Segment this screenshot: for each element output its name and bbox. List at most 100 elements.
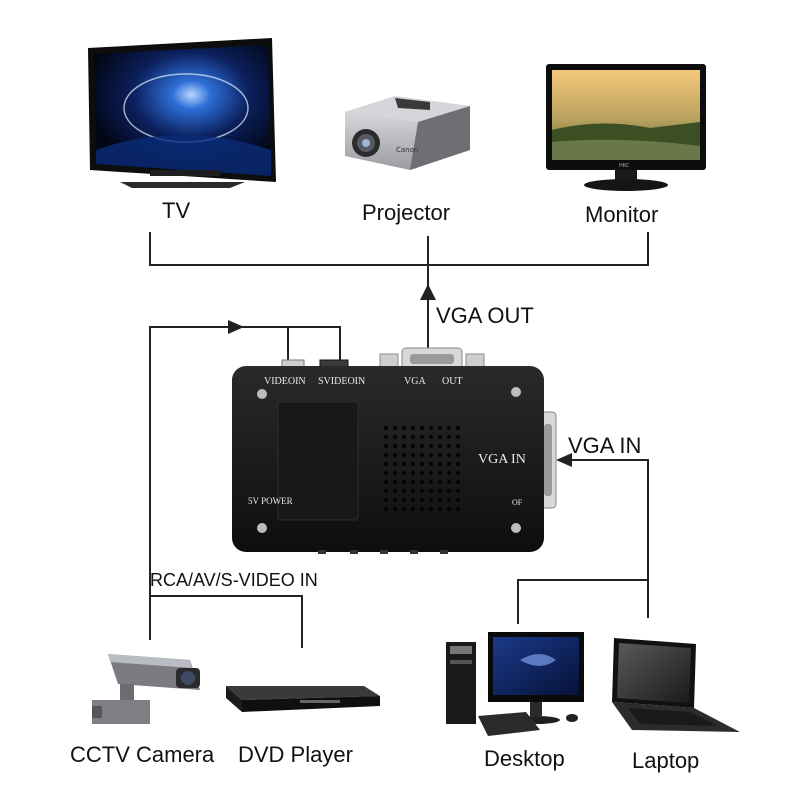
out-port-label: OUT bbox=[442, 376, 463, 387]
speaker-hole bbox=[455, 425, 461, 431]
speaker-hole bbox=[392, 488, 398, 494]
speaker-hole bbox=[419, 497, 425, 503]
speaker-hole bbox=[410, 479, 416, 485]
speaker-hole bbox=[437, 506, 443, 512]
speaker-hole bbox=[455, 479, 461, 485]
speaker-hole bbox=[455, 497, 461, 503]
speaker-hole bbox=[383, 488, 389, 494]
speaker-hole bbox=[428, 434, 434, 440]
speaker-hole bbox=[392, 479, 398, 485]
arrows bbox=[228, 284, 572, 467]
speaker-hole bbox=[437, 425, 443, 431]
vga-out-label: VGA OUT bbox=[436, 303, 534, 328]
dvd-player-label: DVD Player bbox=[238, 742, 353, 767]
speaker-hole bbox=[401, 506, 407, 512]
cctv-camera-label: CCTV Camera bbox=[70, 742, 215, 767]
speaker-hole bbox=[455, 506, 461, 512]
speaker-hole bbox=[428, 497, 434, 503]
speaker-hole bbox=[446, 479, 452, 485]
tv-image bbox=[88, 38, 276, 188]
laptop-image bbox=[612, 638, 740, 732]
speaker-hole bbox=[446, 488, 452, 494]
speaker-hole bbox=[446, 470, 452, 476]
off-switch-label: OF bbox=[512, 498, 523, 507]
speaker-hole bbox=[446, 425, 452, 431]
tv-label: TV bbox=[162, 198, 191, 223]
speaker-hole bbox=[410, 470, 416, 476]
speaker-hole bbox=[392, 443, 398, 449]
projector-brand-text: Canon bbox=[396, 146, 418, 154]
speaker-hole bbox=[410, 506, 416, 512]
speaker-hole bbox=[428, 425, 434, 431]
speaker-hole bbox=[401, 479, 407, 485]
speaker-hole bbox=[437, 479, 443, 485]
speaker-hole bbox=[446, 443, 452, 449]
speaker-hole bbox=[410, 434, 416, 440]
vga-in-label: VGA IN bbox=[568, 433, 642, 458]
speaker-hole bbox=[428, 443, 434, 449]
desktop-label: Desktop bbox=[484, 746, 565, 771]
rca-av-svideo-in-label: RCA/AV/S-VIDEO IN bbox=[150, 570, 318, 590]
projector-label: Projector bbox=[362, 200, 451, 225]
speaker-hole bbox=[383, 461, 389, 467]
monitor-brand-text: HKC bbox=[619, 163, 630, 169]
speaker-hole bbox=[419, 461, 425, 467]
speaker-hole bbox=[410, 425, 416, 431]
speaker-hole bbox=[392, 506, 398, 512]
speaker-hole bbox=[455, 443, 461, 449]
speaker-hole bbox=[437, 443, 443, 449]
monitor-label: Monitor bbox=[585, 202, 659, 227]
speaker-hole bbox=[392, 461, 398, 467]
speaker-hole bbox=[419, 434, 425, 440]
speaker-hole bbox=[392, 434, 398, 440]
speaker-hole bbox=[392, 497, 398, 503]
speaker-hole bbox=[419, 488, 425, 494]
speaker-hole bbox=[437, 452, 443, 458]
speaker-hole bbox=[455, 470, 461, 476]
speaker-grille bbox=[383, 425, 461, 512]
speaker-hole bbox=[437, 434, 443, 440]
speaker-hole bbox=[410, 488, 416, 494]
speaker-hole bbox=[419, 452, 425, 458]
speaker-hole bbox=[383, 506, 389, 512]
speaker-hole bbox=[383, 452, 389, 458]
speaker-hole bbox=[428, 479, 434, 485]
speaker-hole bbox=[410, 461, 416, 467]
speaker-hole bbox=[419, 470, 425, 476]
speaker-hole bbox=[392, 470, 398, 476]
speaker-hole bbox=[401, 497, 407, 503]
speaker-hole bbox=[392, 425, 398, 431]
speaker-hole bbox=[410, 452, 416, 458]
speaker-hole bbox=[446, 497, 452, 503]
vga-port-label: VGA bbox=[404, 376, 426, 387]
desktop-image bbox=[446, 632, 584, 736]
laptop-label: Laptop bbox=[632, 748, 700, 773]
speaker-hole bbox=[437, 461, 443, 467]
speaker-hole bbox=[401, 461, 407, 467]
projector-image: Canon bbox=[345, 96, 470, 170]
speaker-hole bbox=[428, 506, 434, 512]
vga-in-panel-label: VGA IN bbox=[478, 452, 526, 467]
dvd-player-image bbox=[226, 686, 380, 712]
speaker-hole bbox=[419, 425, 425, 431]
speaker-hole bbox=[446, 506, 452, 512]
speaker-hole bbox=[419, 506, 425, 512]
speaker-hole bbox=[446, 452, 452, 458]
speaker-hole bbox=[419, 479, 425, 485]
speaker-hole bbox=[437, 488, 443, 494]
vga-in-arrow-icon bbox=[556, 453, 572, 467]
monitor-image: HKC bbox=[546, 64, 706, 191]
speaker-hole bbox=[455, 461, 461, 467]
speaker-hole bbox=[437, 470, 443, 476]
speaker-hole bbox=[455, 434, 461, 440]
speaker-hole bbox=[383, 479, 389, 485]
speaker-hole bbox=[410, 497, 416, 503]
vga-out-arrow-icon bbox=[420, 284, 436, 300]
speaker-hole bbox=[446, 461, 452, 467]
speaker-hole bbox=[455, 452, 461, 458]
cctv-camera-image bbox=[92, 654, 200, 724]
speaker-hole bbox=[419, 443, 425, 449]
svideo-in-port-label: SVIDEOIN bbox=[318, 376, 366, 387]
speaker-hole bbox=[428, 461, 434, 467]
